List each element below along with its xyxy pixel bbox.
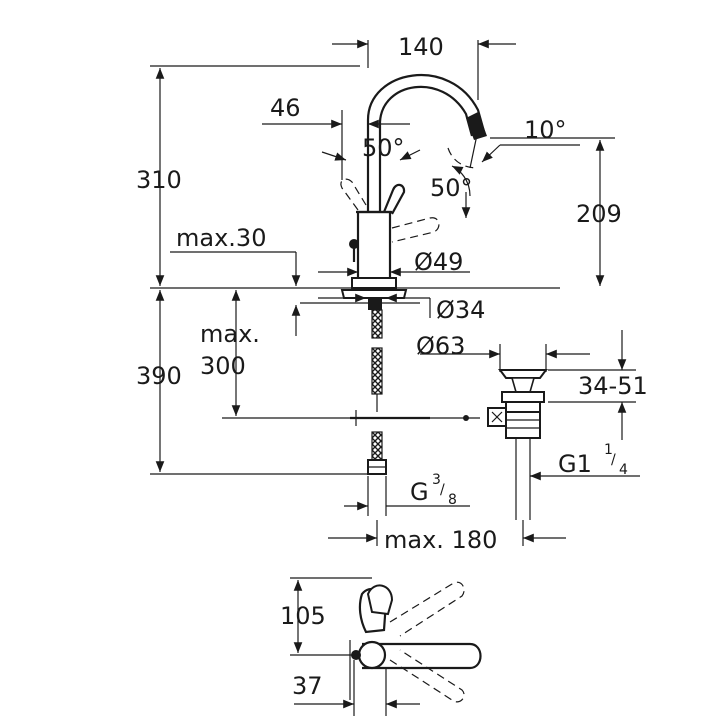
dim-angle-top-arrow-left [321,151,347,161]
dim-angle-side-arc [451,165,471,197]
plan-view: 105 37 [280,577,482,716]
label-d34: Ø34 [436,296,485,324]
label-37: 37 [292,672,323,700]
elevation-view: 140 46 50° 10° 50° 310 209 max.30 Ø49 Ø3… [136,33,648,554]
label-209: 209 [576,200,622,228]
label-angle-top: 50° [362,134,405,162]
popup-waste [487,369,548,520]
mounting-nut [340,289,408,299]
label-46: 46 [270,94,301,122]
lever-handle [382,183,406,215]
label-105: 105 [280,602,326,630]
pull-rod-pivot [463,415,469,421]
mounting-shank [368,298,382,310]
label-max-line1: max. [200,320,260,348]
label-390: 390 [136,362,182,390]
svg-text:8: 8 [448,492,457,508]
label-g114: G1 1 / 4 [558,442,628,478]
spout-aerator [466,112,487,140]
label-d63: Ø63 [416,332,465,360]
svg-text:/: / [611,452,616,468]
label-angle-spout: 10° [524,116,567,144]
plan-handle-rotated-down [389,649,465,703]
label-g38: G 3 / 8 [410,472,457,508]
svg-text:3: 3 [432,472,441,488]
hose-upper [371,309,383,339]
spout [366,74,487,212]
label-310: 310 [136,166,182,194]
plan-lever [366,584,394,616]
svg-text:1: 1 [604,442,613,458]
svg-text:/: / [440,482,445,498]
label-max30: max.30 [176,224,266,252]
hose-middle [371,347,383,395]
faucet-body [356,210,392,288]
plan-base [357,640,387,670]
dim-angle-top-arrow-right [399,149,421,161]
label-d49: Ø49 [414,248,463,276]
svg-text:4: 4 [619,462,628,478]
dim-10-arrow [481,144,501,163]
label-angle-side: 50° [430,174,473,202]
svg-text:G: G [410,478,429,506]
label-max-line2: 300 [200,352,246,380]
label-140: 140 [398,33,444,61]
faucet-base [351,277,397,289]
spout-inner [378,85,474,212]
label-max180: max. 180 [384,526,497,554]
spout-rotation-arc [447,147,479,169]
svg-text:G1: G1 [558,450,592,478]
plan-spout [362,642,482,670]
hose-lower [371,431,383,461]
label-3451: 34-51 [578,372,648,400]
plan-handle-rotated-up [389,581,465,637]
lever-handle-open-position [340,178,367,211]
lever-handle-rotated-position [391,217,440,243]
dim-10-ext [469,129,479,169]
